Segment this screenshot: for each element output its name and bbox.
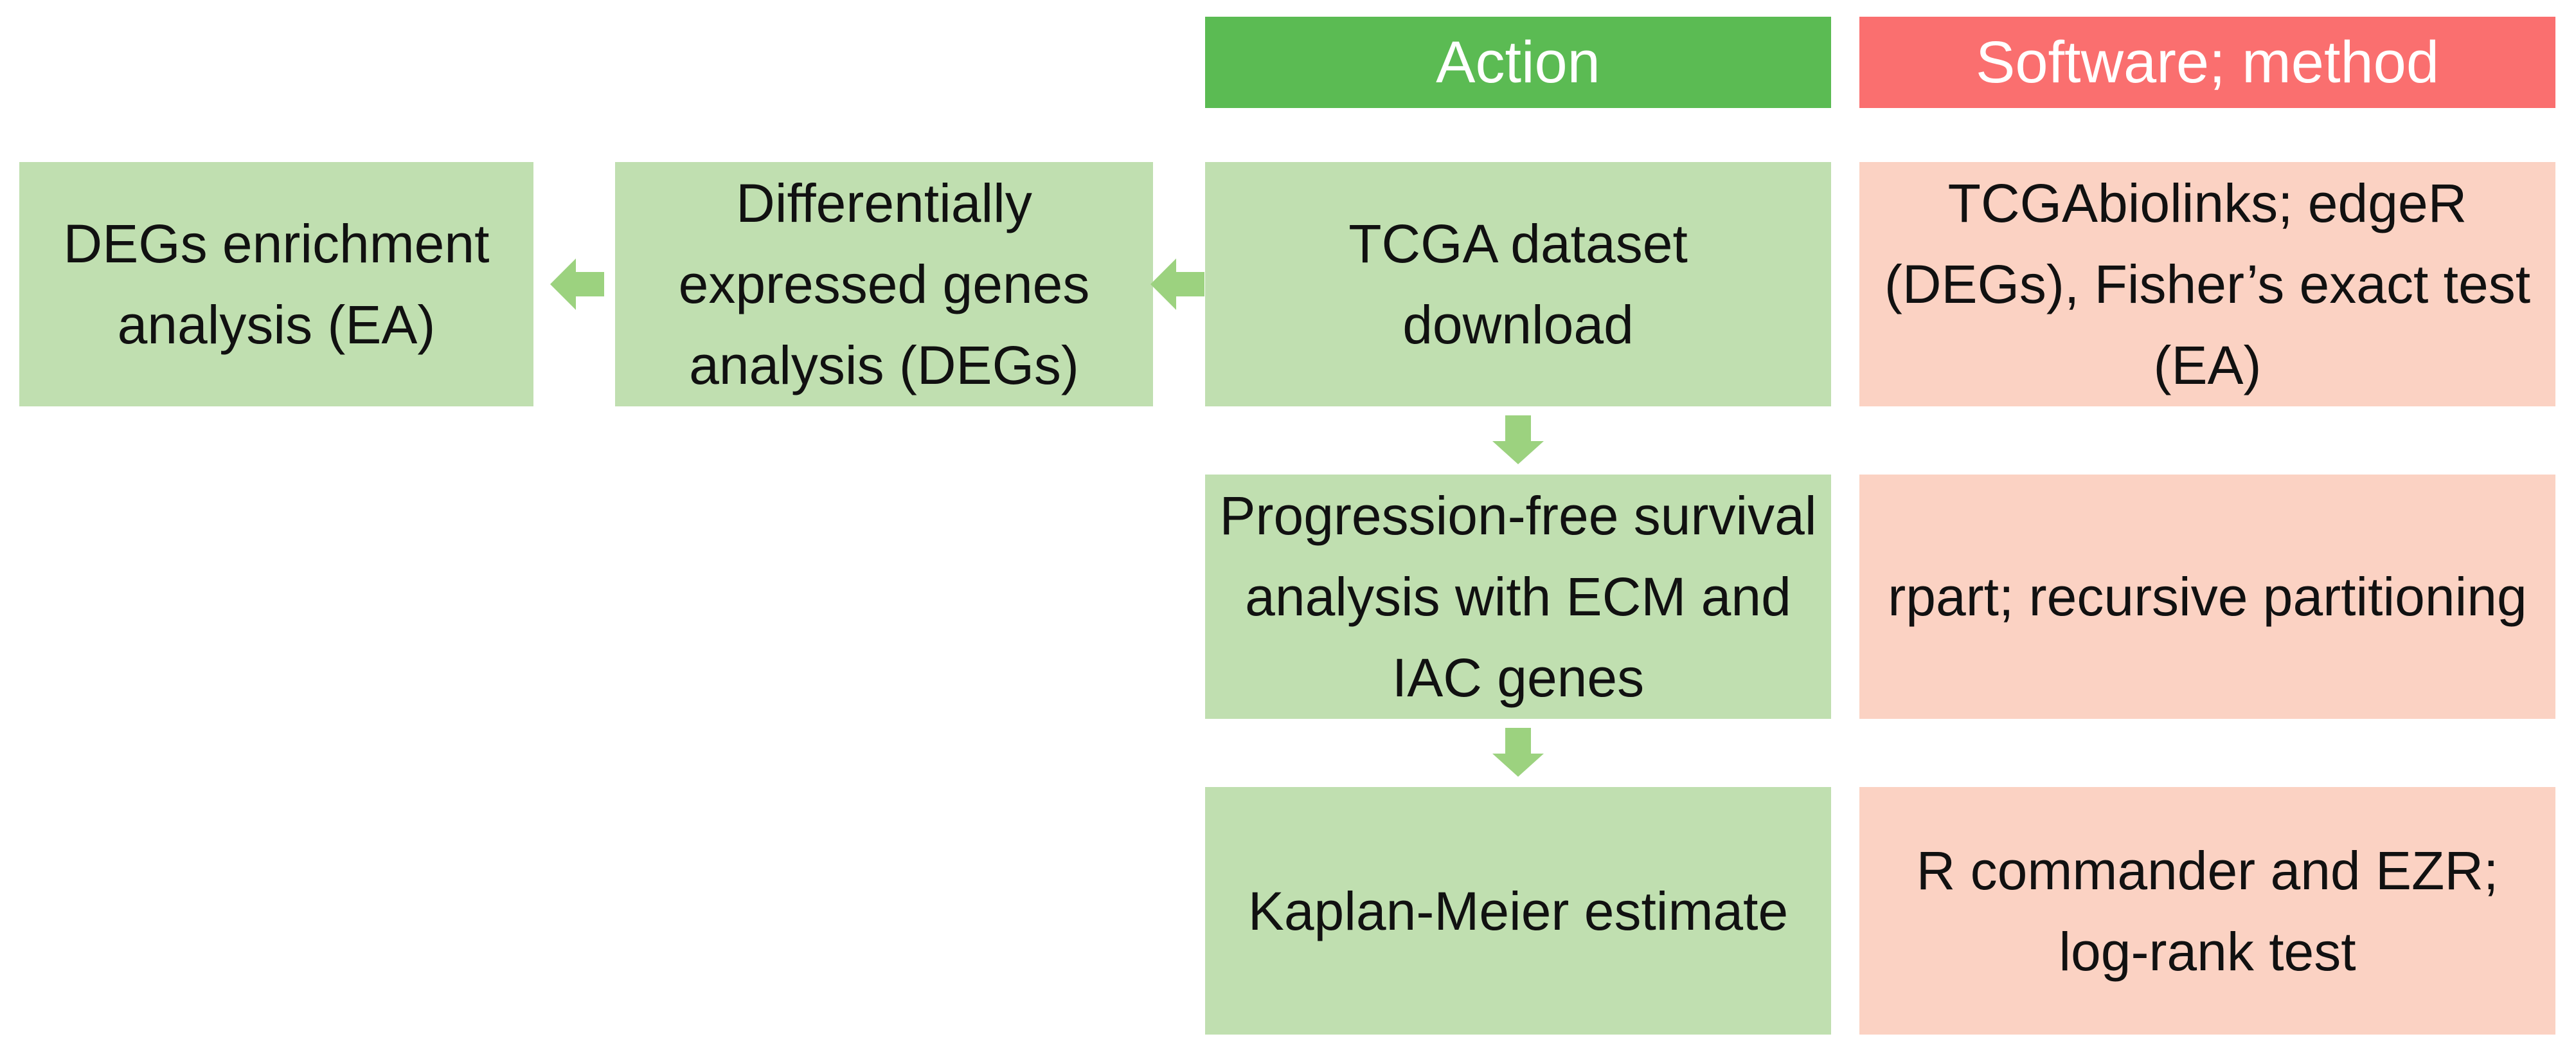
box-progression-free-survival-analysis: Progression-free survival analysis with … [1205,475,1831,719]
column-header-action: Action [1205,17,1831,108]
box-tcga-dataset-download: TCGA dataset download [1205,162,1831,406]
arrow-down-icon [1492,415,1544,464]
box-kaplan-meier-estimate: Kaplan-Meier estimate [1205,787,1831,1035]
arrow-left-icon [550,257,604,311]
box-software-tcgabiolinks-edger: TCGAbiolinks; edgeR (DEGs), Fisher’s exa… [1859,162,2555,406]
box-differentially-expressed-genes: Differentially expressed genes analysis … [615,162,1153,406]
box-degs-enrichment-analysis: DEGs enrichment analysis (EA) [19,162,533,406]
column-header-software-method: Software; method [1859,17,2555,108]
arrow-down-icon [1492,728,1544,777]
box-software-r-commander-ezr: R commander and EZR; log-rank test [1859,787,2555,1035]
box-software-rpart: rpart; recursive partitioning [1859,475,2555,719]
arrow-left-icon [1150,257,1204,311]
